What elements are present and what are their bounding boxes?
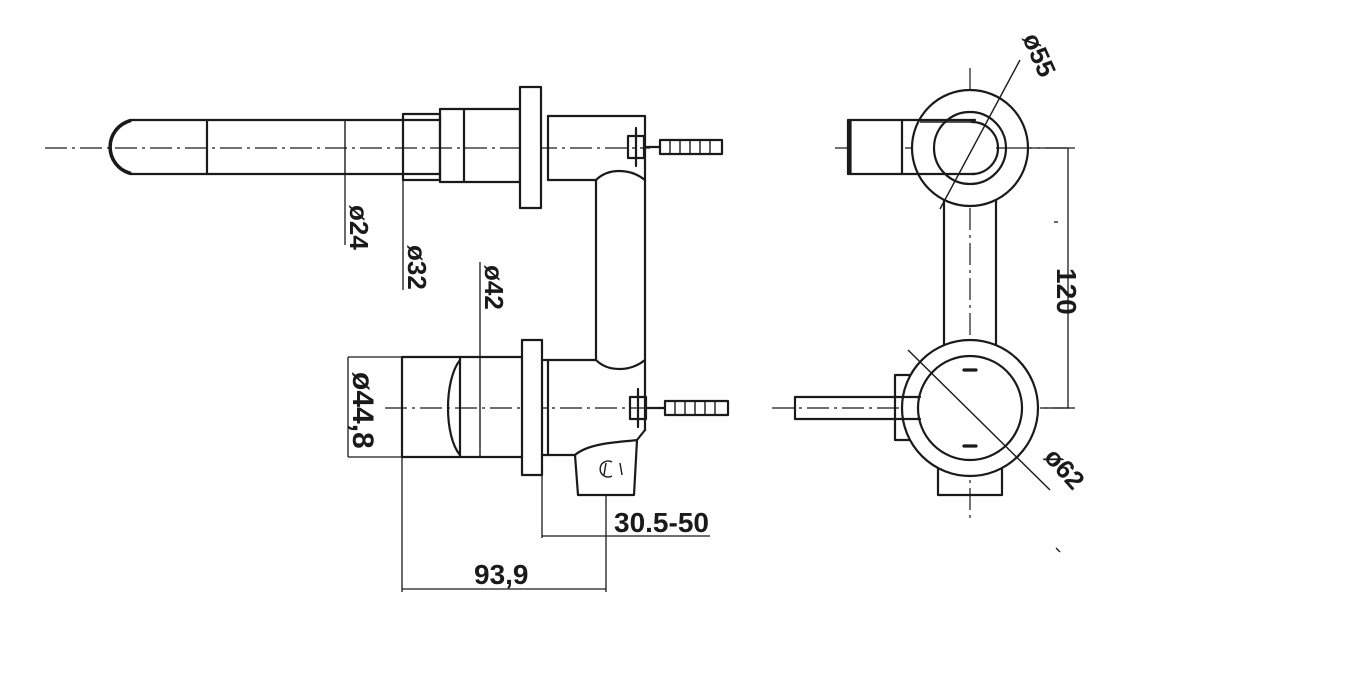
dim-spout-body-diameter: ø42 [479,265,509,310]
dim-handle-diameter: ø44,8 [346,372,379,449]
dim-center-distance: 120 [1051,268,1082,315]
handle [400,338,550,477]
lower-flange [793,338,1051,497]
mixer-body [546,114,647,497]
dim-wall-depth-range: 30.5-50 [614,507,709,538]
side-view [45,85,730,592]
upper-flange [846,59,1030,210]
front-view [772,59,1075,553]
dim-spout-collar-diameter: ø32 [402,245,432,290]
dim-upper-flange-diameter: ø55 [1017,28,1063,81]
lower-wall-anchor [628,387,730,429]
dim-handle-projection: 93,9 [474,559,529,590]
spout [108,85,543,210]
dim-spout-diameter: ø24 [344,205,374,250]
upper-wall-anchor [626,126,724,168]
